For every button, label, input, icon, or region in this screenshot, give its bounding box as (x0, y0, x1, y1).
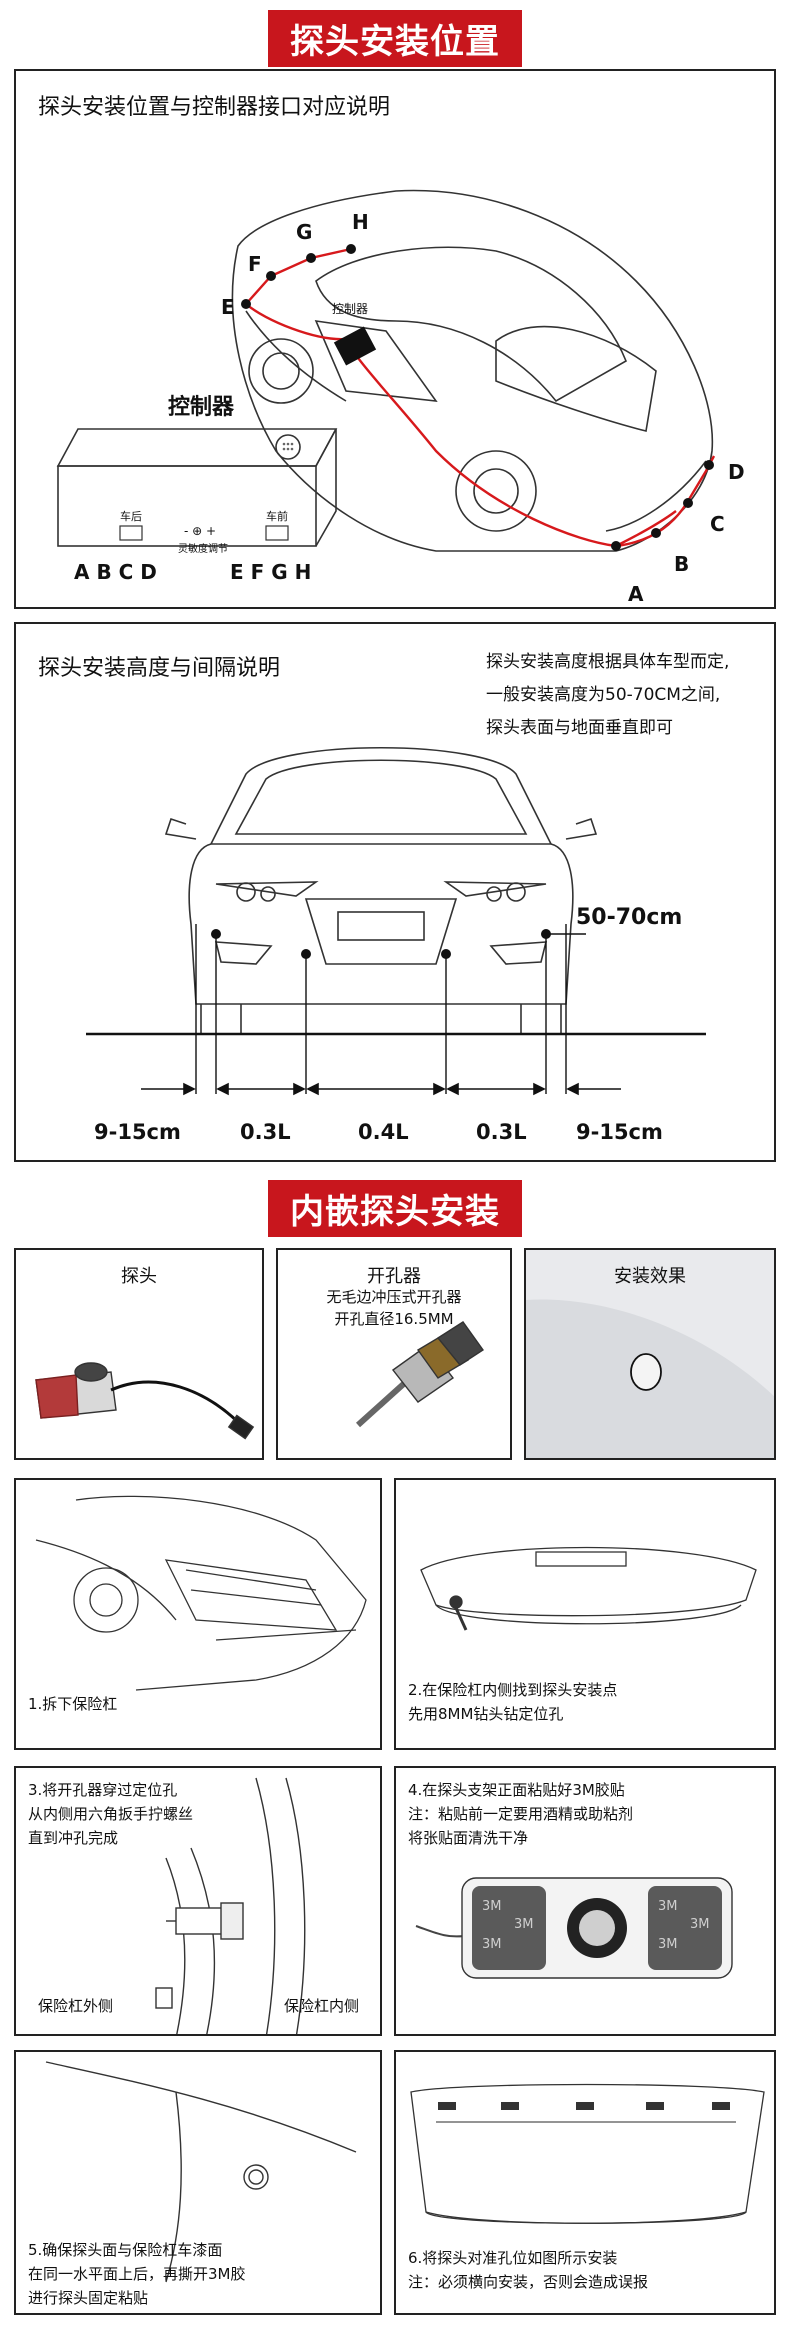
step-6-illustration (410, 2083, 765, 2224)
controller-small-label: 控制器 (332, 302, 368, 316)
svg-text:3M: 3M (482, 1937, 502, 1952)
point-label-b: B (674, 552, 689, 576)
tape-left (472, 1886, 546, 1970)
section-banner-embedded: 内嵌探头安装 (268, 1180, 522, 1237)
ports-right-labels: E F G H (230, 560, 311, 584)
height-note: 探头安装高度根据具体车型而定, 一般安装高度为50-70CM之间, 探头表面与地… (486, 646, 729, 745)
step-line: 5.确保探头面与保险杠车漆面 (28, 2241, 223, 2259)
point-label-e: E (221, 295, 235, 319)
controller-title: 控制器 (168, 394, 235, 420)
step-line: 进行探头固定粘贴 (28, 2289, 149, 2307)
point-label-g: G (296, 220, 312, 244)
ports-left-labels: A B C D (74, 560, 157, 584)
inner-side-label: 保险杠内侧 (284, 1997, 360, 2015)
rear-port-icon (119, 525, 143, 541)
front-port-icon (265, 525, 289, 541)
step-1-illustration (35, 1495, 367, 1691)
step-line: 注：粘贴前一定要用酒精或助粘剂 (408, 1805, 634, 1823)
step-line: 直到冲孔完成 (28, 1829, 119, 1847)
step-line: 2.在保险杠内侧找到探头安装点 (408, 1681, 618, 1699)
point-label-d: D (728, 460, 745, 484)
step-line: 从内侧用六角扳手拧螺丝 (28, 1805, 194, 1823)
install-height-panel: 探头安装高度与间隔说明 探头安装高度根据具体车型而定, 一般安装高度为50-70… (14, 622, 776, 1162)
step-4-illustration: 3M 3M 3M 3M 3M 3M (415, 1877, 733, 1979)
item-title: 探头 (121, 1266, 157, 1287)
step-1: 1.拆下保险杠 (14, 1478, 382, 1750)
step-3-illustration (155, 1777, 306, 2034)
item-title: 安装效果 (614, 1266, 686, 1287)
item-title: 开孔器 (367, 1266, 421, 1287)
outer-side-label: 保险杠外侧 (38, 1997, 114, 2015)
controller-unit-icon (333, 326, 377, 366)
item-hole-saw: 开孔器 无毛边冲压式开孔器 开孔直径16.5MM (276, 1248, 512, 1460)
front-port-label: 车前 (266, 509, 288, 523)
step-line: 3.将开孔器穿过定位孔 (28, 1781, 178, 1799)
svg-text:3M: 3M (690, 1917, 710, 1932)
step-line: 注：必须横向安装，否则会造成误报 (408, 2273, 649, 2291)
panel-title: 探头安装位置与控制器接口对应说明 (38, 95, 391, 120)
spacing-label-3: 0.4L (358, 1120, 409, 1144)
step-4: 4.在探头支架正面粘贴好3M胶贴 注：粘贴前一定要用酒精或助粘剂 将张贴面清洗干… (394, 1766, 776, 2036)
step-line: 1.拆下保险杠 (28, 1695, 118, 1713)
spacing-label-4: 0.3L (476, 1120, 527, 1144)
step-5: 5.确保探头面与保险杠车漆面 在同一水平面上后，再撕开3M胶 进行探头固定粘贴 (14, 2050, 382, 2315)
step-3-text: 3.将开孔器穿过定位孔 从内侧用六角扳手拧螺丝 直到冲孔完成 (28, 1778, 193, 1850)
step-3: 3.将开孔器穿过定位孔 从内侧用六角扳手拧螺丝 直到冲孔完成 保险杠外侧 保险杠… (14, 1766, 382, 2036)
hole-saw-image (355, 1321, 484, 1428)
step-2-illustration (420, 1546, 757, 1631)
panel-title: 探头安装高度与间隔说明 (38, 656, 281, 681)
car-wiring-illustration: 控制器 A B C D E F G H 控制器 车后 车 (56, 189, 745, 606)
sensitivity-label: 灵敏度调节 (178, 542, 228, 555)
install-position-panel: 探头安装位置与控制器接口对应说明 控制器 (14, 69, 776, 609)
item-desc-2: 开孔直径16.5MM (334, 1310, 454, 1328)
step-line: 先用8MM钻头钻定位孔 (408, 1705, 564, 1723)
note-line-1: 探头安装高度根据具体车型而定, (486, 652, 730, 672)
note-line-2: 一般安装高度为50-70CM之间, (486, 685, 721, 705)
point-label-h: H (352, 210, 369, 234)
point-label-a: A (628, 582, 644, 606)
item-probe: 探头 (14, 1248, 264, 1460)
step-5-text: 5.确保探头面与保险杠车漆面 在同一水平面上后，再撕开3M胶 进行探头固定粘贴 (28, 2238, 246, 2310)
svg-text:3M: 3M (658, 1937, 678, 1952)
section-banner-position: 探头安装位置 (268, 10, 522, 67)
step-1-text: 1.拆下保险杠 (28, 1692, 117, 1716)
svg-text:3M: 3M (514, 1917, 534, 1932)
step-2-text: 2.在保险杠内侧找到探头安装点 先用8MM钻头钻定位孔 (408, 1678, 617, 1726)
step-4-text: 4.在探头支架正面粘贴好3M胶贴 注：粘贴前一定要用酒精或助粘剂 将张贴面清洗干… (408, 1778, 633, 1850)
rear-port-label: 车后 (120, 509, 142, 523)
probe-image (35, 1362, 255, 1440)
height-label: 50-70cm (576, 905, 682, 930)
point-label-f: F (248, 252, 262, 276)
step-line: 在同一水平面上后，再撕开3M胶 (28, 2265, 246, 2283)
item-install-effect: 安装效果 (524, 1248, 776, 1460)
sensitivity-knob-icon: - ⊕ + (184, 524, 216, 538)
svg-text:3M: 3M (658, 1899, 678, 1914)
step-line: 4.在探头支架正面粘贴好3M胶贴 (408, 1781, 625, 1799)
car-front-illustration: 50-70cm 9-15cm 0.3L 0.4L 0.3L 9-15cm (86, 746, 706, 1144)
item-desc-1: 无毛边冲压式开孔器 (326, 1288, 462, 1306)
step-2: 2.在保险杠内侧找到探头安装点 先用8MM钻头钻定位孔 (394, 1478, 776, 1750)
install-effect-image (526, 1299, 774, 1458)
spacing-label-1: 9-15cm (94, 1120, 181, 1144)
step-line: 6.将探头对准孔位如图所示安装 (408, 2249, 618, 2267)
step-line: 将张贴面清洗干净 (408, 1829, 529, 1847)
step-5-illustration (45, 2061, 357, 2283)
spacing-label-2: 0.3L (240, 1120, 291, 1144)
spacing-label-5: 9-15cm (576, 1120, 663, 1144)
step-6-text: 6.将探头对准孔位如图所示安装 注：必须横向安装，否则会造成误报 (408, 2246, 648, 2294)
point-label-c: C (710, 512, 725, 536)
note-line-3: 探头表面与地面垂直即可 (486, 718, 673, 738)
step-6: 6.将探头对准孔位如图所示安装 注：必须横向安装，否则会造成误报 (394, 2050, 776, 2315)
svg-text:3M: 3M (482, 1899, 502, 1914)
tape-right (648, 1886, 722, 1970)
